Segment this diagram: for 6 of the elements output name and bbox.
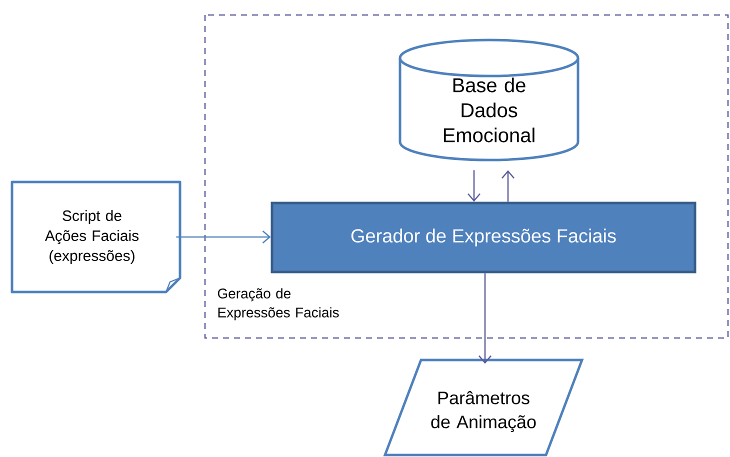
arrow — [176, 230, 271, 244]
process-box: Gerador de Expressões Faciais — [270, 202, 696, 274]
arrow — [502, 170, 514, 202]
arrow — [478, 273, 492, 364]
database-cylinder: Base de Dados Emocional — [398, 38, 580, 162]
arrow — [468, 170, 480, 202]
